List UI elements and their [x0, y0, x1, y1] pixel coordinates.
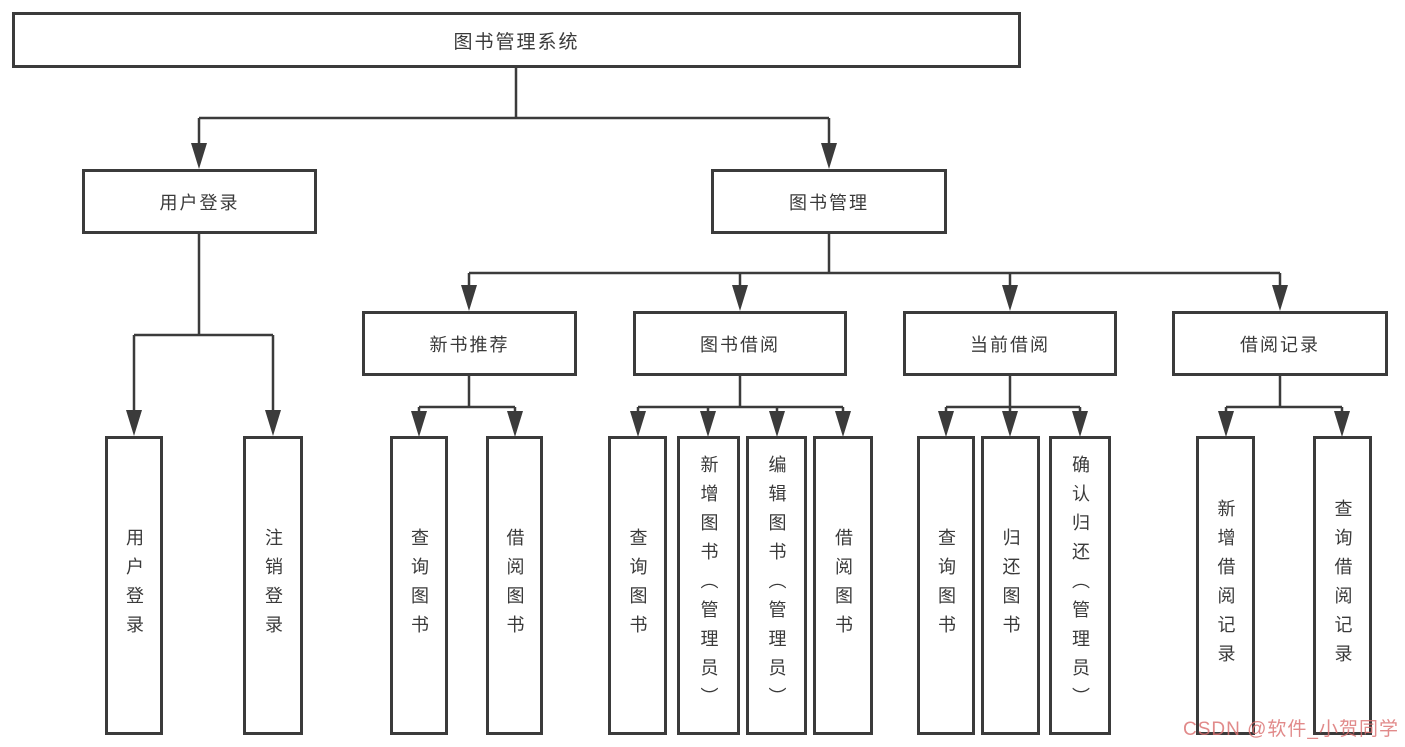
leaf-current-query-books: 查询图书 — [917, 436, 975, 735]
csdn-watermark: CSDN @软件_小贺同学 — [1183, 719, 1399, 740]
leaf-user-login: 用户登录 — [105, 436, 163, 735]
leaf-records-add-record: 新增借阅记录 — [1196, 436, 1255, 735]
leaf-borrowing-add-books-admin: 新增图书（管理员） — [677, 436, 740, 735]
leaf-borrowing-query-books: 查询图书 — [608, 436, 667, 735]
leaf-current-return-books: 归还图书 — [981, 436, 1040, 735]
node-borrowing-records: 借阅记录 — [1172, 311, 1388, 376]
leaf-records-query-record: 查询借阅记录 — [1313, 436, 1372, 735]
node-new-book-recommend: 新书推荐 — [362, 311, 577, 376]
node-root: 图书管理系统 — [12, 12, 1021, 68]
leaf-current-confirm-return-admin: 确认归还（管理员） — [1049, 436, 1111, 735]
leaf-recommend-borrow-books: 借阅图书 — [486, 436, 543, 735]
node-book-borrowing: 图书借阅 — [633, 311, 847, 376]
node-user-login: 用户登录 — [82, 169, 317, 234]
leaf-borrowing-borrow-books: 借阅图书 — [813, 436, 873, 735]
node-book-management: 图书管理 — [711, 169, 947, 234]
node-current-borrowing: 当前借阅 — [903, 311, 1117, 376]
leaf-logout: 注销登录 — [243, 436, 303, 735]
leaf-borrowing-edit-books-admin: 编辑图书（管理员） — [746, 436, 807, 735]
leaf-recommend-query-books: 查询图书 — [390, 436, 448, 735]
